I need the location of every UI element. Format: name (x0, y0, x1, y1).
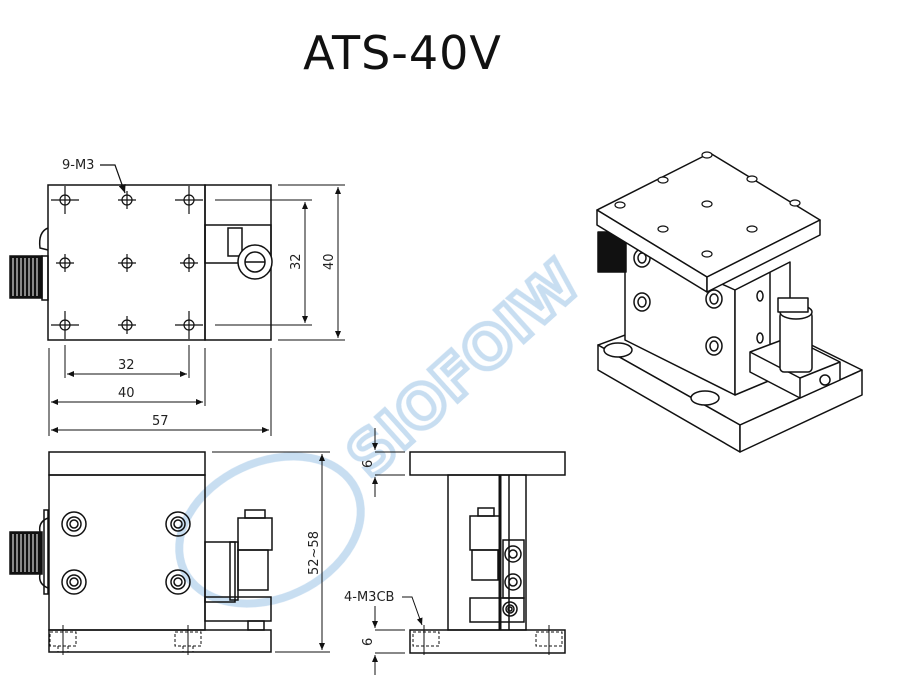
isometric-view (596, 151, 863, 453)
drawing-title: ATS-40V (303, 26, 502, 80)
dim-hole-pitch-x: 32 (118, 358, 135, 373)
dim-top-plate: 6 (361, 460, 376, 468)
dim-hole-pitch-y: 32 (289, 253, 304, 270)
watermark: SIOFOIW (175, 245, 595, 608)
dim-width-x: 40 (118, 386, 135, 401)
hole-callout-label: 9-M3 (62, 158, 94, 173)
dim-height-y: 40 (322, 253, 337, 270)
front-view (9, 451, 330, 655)
dim-base-plate: 6 (361, 638, 376, 646)
top-view (9, 164, 345, 436)
dim-overall-x: 57 (152, 414, 169, 429)
dim-height-range: 52~58 (307, 531, 322, 575)
side-view (372, 428, 566, 675)
watermark-text: SIOFOIW (334, 248, 593, 491)
mount-callout-label: 4-M3CB (344, 590, 394, 605)
mounting-holes (51, 186, 203, 339)
